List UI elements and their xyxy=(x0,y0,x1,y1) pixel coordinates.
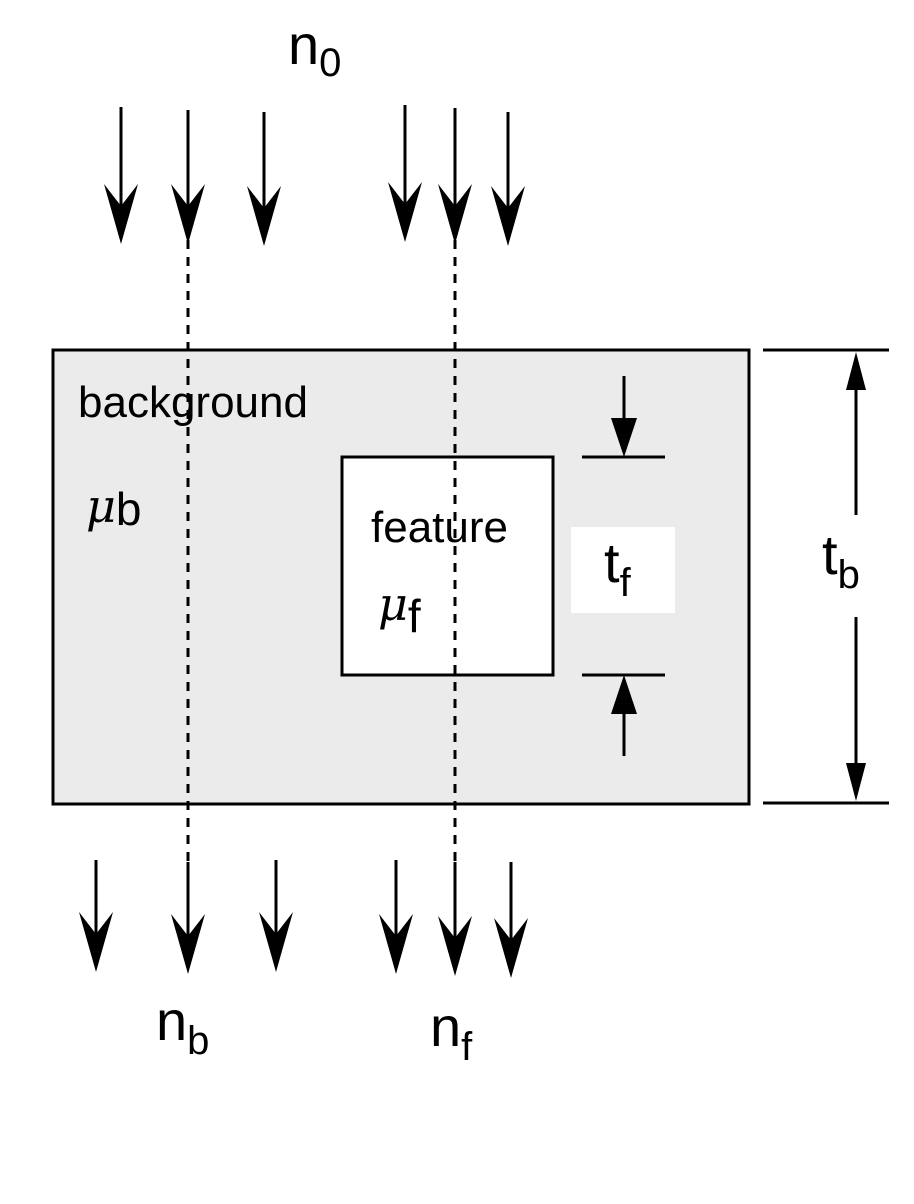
incident-arrow xyxy=(491,112,525,246)
transmitted-arrow xyxy=(79,860,113,972)
tf-label-box xyxy=(571,527,675,613)
transmitted-feature-label: nf xyxy=(430,995,473,1069)
background-mu-label: μb xyxy=(86,479,142,535)
background-thickness-label: tb xyxy=(822,523,860,597)
feature-thickness-dimension xyxy=(582,376,665,756)
background-thickness-dimension xyxy=(763,348,889,805)
transmitted-arrow xyxy=(438,862,472,976)
transmitted-arrow xyxy=(379,860,413,974)
background-label: background xyxy=(78,378,308,427)
feature-label: feature xyxy=(371,503,508,552)
incident-arrow xyxy=(388,105,422,242)
transmitted-arrow xyxy=(259,860,293,972)
transmitted-arrows xyxy=(79,860,528,978)
incident-label: n0 xyxy=(288,13,341,85)
incident-arrow xyxy=(247,112,281,246)
transmitted-background-label: nb xyxy=(156,989,209,1063)
incident-arrow xyxy=(171,110,205,244)
feature-thickness-label: tf xyxy=(604,531,632,605)
transmitted-arrow xyxy=(171,862,205,974)
feature-box xyxy=(340,455,555,677)
transmitted-arrow xyxy=(494,862,528,978)
incident-arrows xyxy=(104,105,525,246)
feature-mu-label: μf xyxy=(378,577,421,642)
incident-arrow xyxy=(438,108,472,244)
incident-arrow xyxy=(104,107,138,244)
